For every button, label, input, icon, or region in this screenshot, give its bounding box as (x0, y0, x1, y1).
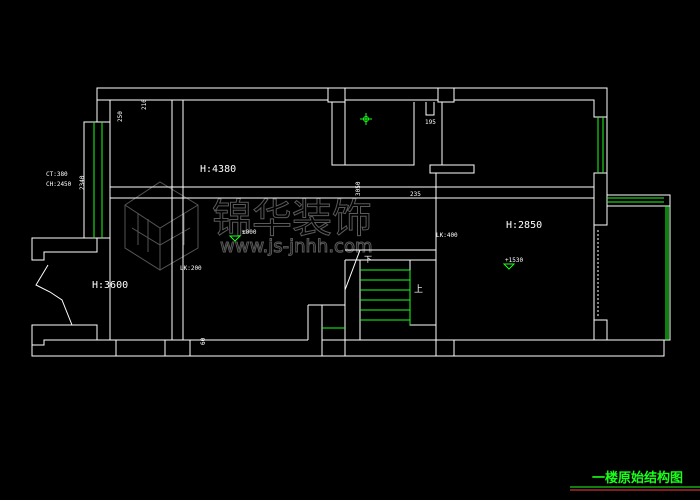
ceiling-light-icon (360, 113, 372, 125)
dim-center-horiz: 235 (410, 191, 421, 198)
watermark-logo-icon (124, 181, 199, 271)
stair-cut-line (344, 249, 361, 291)
left-window (93, 122, 103, 238)
balcony-window-side (665, 206, 669, 340)
beam-horizontal (110, 186, 594, 199)
level-marker-right-icon (502, 263, 516, 270)
watermark-url: www.js-jnhh.com (220, 236, 373, 257)
level-marker-middle-icon (228, 235, 242, 242)
window-note-ct: CT:380 (46, 171, 68, 178)
beam-left-label: LK:200 (180, 265, 202, 272)
title-block: 一楼原始结构图 (570, 470, 700, 491)
interior-column-left (171, 100, 184, 340)
bay-window-shape (35, 264, 73, 326)
small-wall-right (429, 164, 475, 174)
dim-top-b: 210 (141, 99, 148, 110)
small-room-notch (425, 102, 435, 116)
dim-top-a: 250 (117, 111, 124, 122)
bottom-wall (32, 339, 665, 357)
stair-treads (360, 269, 410, 321)
right-balcony-side (664, 205, 671, 341)
top-column-b (437, 87, 455, 103)
left-room-height: H:3600 (92, 280, 128, 291)
stair-up-label: 上 (414, 284, 423, 295)
interior-wall-center (331, 102, 346, 166)
right-upper-window (597, 117, 604, 173)
bottom-col-4 (435, 339, 455, 356)
watermark-brand: 锦华装饰 (212, 196, 372, 242)
small-room-bottom (345, 102, 415, 166)
drawing-title: 一楼原始结构图 (592, 470, 683, 486)
watermark: 锦华装饰 www.js-jnhh.com (124, 181, 373, 271)
level-middle-label: ±000 (242, 229, 257, 236)
dim-bottom-small: 60 (200, 337, 207, 345)
interior-wall-right (435, 102, 443, 340)
right-room-height: H:2850 (506, 220, 542, 231)
left-bay-top (31, 237, 98, 261)
labels: H:4380 H:3600 H:2850 LK:200 LK:400 ±000 … (46, 99, 542, 345)
beam-middle-label: LK:400 (436, 232, 458, 239)
dim-center-vert: 3050 (355, 181, 362, 196)
windows (93, 117, 669, 340)
stair-cut-label: 下 (364, 255, 372, 264)
right-balcony-top (607, 194, 671, 207)
level-markers (228, 235, 516, 270)
window-note-ch: CH:2450 (46, 181, 72, 188)
level-right-label: +1530 (505, 257, 523, 264)
dim-top-right: 195 (425, 119, 436, 126)
bottom-col-5 (593, 319, 608, 341)
walls (31, 87, 671, 357)
balcony-window-top (607, 197, 664, 203)
middle-room-height: H:4380 (200, 164, 236, 175)
dim-left-window: 2340 (79, 175, 86, 190)
